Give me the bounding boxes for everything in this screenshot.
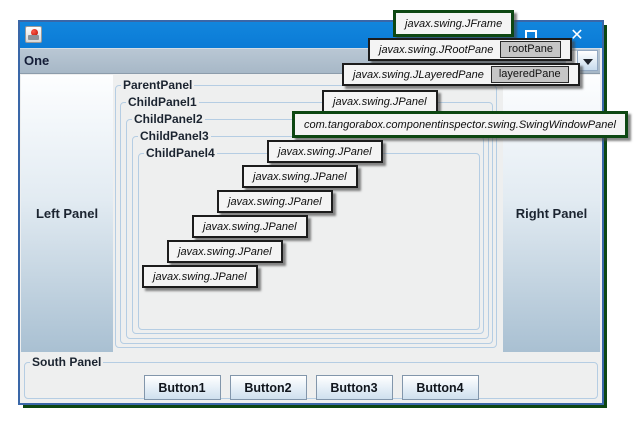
tooltip-class-text: javax.swing.JPanel (203, 220, 297, 233)
tooltip-jframe: javax.swing.JFrame (393, 10, 515, 37)
tooltip-jpanel-5: javax.swing.JPanel (192, 215, 308, 238)
tooltip-jpanel-2: javax.swing.JPanel (267, 140, 383, 163)
nested-panel-label: ChildPanel3 (138, 129, 211, 144)
tooltip-jpanel-3: javax.swing.JPanel (242, 165, 358, 188)
nested-panel-childpanel1: ChildPanel1 (120, 95, 493, 344)
nested-panel-label: ParentPanel (121, 78, 195, 93)
tooltip-jpanel-7: javax.swing.JPanel (142, 265, 258, 288)
close-button[interactable]: ✕ (570, 27, 584, 44)
tooltip-jpanel-6: javax.swing.JPanel (167, 240, 283, 263)
south-panel: South Panel Button1 Button2 Button3 Butt… (24, 355, 598, 400)
tooltip-jpanel-4: javax.swing.JPanel (217, 190, 333, 213)
tooltip-class-text: javax.swing.JRootPane (379, 43, 494, 56)
tooltip-class-text: javax.swing.JPanel (228, 195, 322, 208)
tooltip-class-text: javax.swing.JLayeredPane (353, 68, 484, 81)
tooltip-class-text: javax.swing.JPanel (178, 245, 272, 258)
nested-panel-label: ChildPanel2 (132, 112, 205, 127)
app-icon (25, 26, 42, 43)
tooltip-class-text: javax.swing.JPanel (333, 95, 427, 108)
chevron-down-icon (583, 59, 593, 65)
nested-panel-label: ChildPanel1 (126, 95, 199, 110)
tooltip-class-text: com.tangorabox.componentinspector.swing.… (304, 118, 616, 131)
badge-rootpane: rootPane (500, 41, 561, 58)
button-2[interactable]: Button2 (229, 375, 307, 400)
app-icon-base (28, 35, 39, 40)
combobox-selected-value: One (24, 53, 50, 68)
tooltip-jrootpane: javax.swing.JRootPane rootPane (368, 38, 572, 61)
button-3[interactable]: Button3 (315, 375, 393, 400)
left-panel: Left Panel (21, 75, 113, 352)
tooltip-jpanel-1: javax.swing.JPanel (322, 90, 438, 113)
tooltip-swingwindowpanel: com.tangorabox.componentinspector.swing.… (292, 111, 628, 138)
button-1[interactable]: Button1 (143, 375, 221, 400)
tooltip-class-text: javax.swing.JPanel (278, 145, 372, 158)
nested-panel-childpanel3: ChildPanel3 (132, 129, 484, 334)
left-panel-label: Left Panel (35, 206, 99, 221)
nested-panel-label: ChildPanel4 (144, 146, 217, 161)
nested-panel-parentpanel: ParentPanel (115, 78, 497, 348)
app-icon-red-dot (31, 29, 38, 36)
right-panel-label: Right Panel (515, 206, 588, 221)
south-panel-label: South Panel (30, 355, 104, 370)
badge-layeredpane: layeredPane (490, 66, 569, 83)
tooltip-class-text: javax.swing.JFrame (405, 17, 503, 30)
south-button-row: Button1 Button2 Button3 Button4 (25, 375, 597, 400)
tooltip-class-text: javax.swing.JPanel (153, 270, 247, 283)
button-4[interactable]: Button4 (401, 375, 479, 400)
nested-panel-childpanel2: ChildPanel2 (126, 112, 489, 339)
combobox-arrow-button[interactable] (577, 50, 598, 71)
tooltip-class-text: javax.swing.JPanel (253, 170, 347, 183)
tooltip-jlayeredpane: javax.swing.JLayeredPane layeredPane (342, 63, 580, 86)
